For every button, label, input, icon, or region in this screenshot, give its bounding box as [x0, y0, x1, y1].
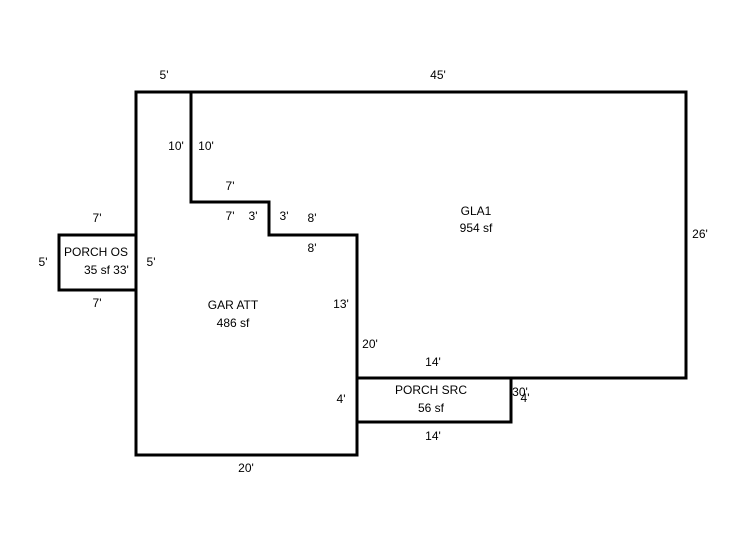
porch-os-label: PORCH OS [64, 245, 128, 259]
dimension-label: 45' [430, 68, 446, 82]
dimension-label: 7' [93, 211, 102, 225]
dimension-label: 5' [39, 255, 48, 269]
dimension-label: 14' [425, 355, 441, 369]
gar-att-outline [134, 90, 359, 457]
gla1-label: GLA1 [461, 204, 492, 218]
dimension-label: 10' [198, 139, 214, 153]
porch-src-label: PORCH SRC [395, 383, 467, 397]
dimension-label: 4' [337, 392, 346, 406]
porch-src-area: 56 sf [418, 401, 445, 415]
dimension-label: 13' [333, 297, 349, 311]
dimension-label: 20' [362, 337, 378, 351]
dimension-label: 7' [93, 296, 102, 310]
porch-src-outline [355, 376, 513, 424]
gar-att-label: GAR ATT [208, 298, 259, 312]
dimension-label: 5' [147, 255, 156, 269]
gla1-outline [189, 90, 688, 380]
dimension-label: 3' [249, 209, 258, 223]
dimension-label: 20' [238, 461, 254, 475]
dimension-label: 7' [226, 209, 235, 223]
dimension-label: 14' [425, 429, 441, 443]
gar-att-area: 486 sf [217, 316, 250, 330]
porch-os-outline [57, 233, 138, 292]
dimension-label: 8' [308, 211, 317, 225]
dimension-label: 3' [280, 209, 289, 223]
dimension-label: 33' [113, 263, 129, 277]
dimension-label: 4' [521, 391, 530, 405]
dimension-label: 26' [692, 227, 708, 241]
dimension-label: 8' [308, 241, 317, 255]
dimension-label: 7' [226, 179, 235, 193]
dimension-label: 30' [512, 385, 528, 399]
porch-os-area: 35 sf [84, 263, 111, 277]
dimension-label: 10' [168, 139, 184, 153]
gla1-area: 954 sf [460, 221, 493, 235]
dimension-label: 5' [160, 68, 169, 82]
